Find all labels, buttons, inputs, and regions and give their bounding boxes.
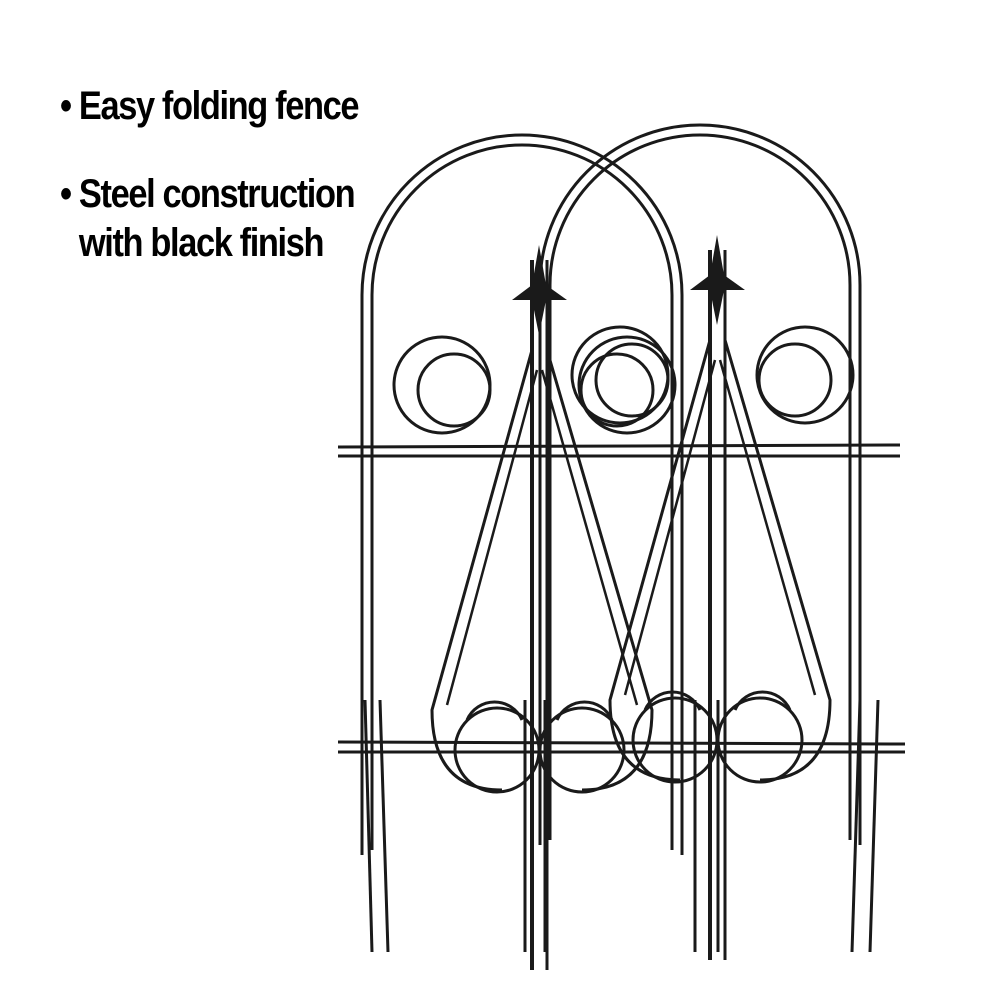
fence-rails [337, 443, 906, 754]
feature-item-easy-folding: • Easy folding fence [60, 82, 370, 131]
bullet-icon: • [60, 172, 72, 216]
feature-text: Easy folding fence [78, 84, 360, 128]
feature-item-steel-construction: • Steel construction with black finish [60, 170, 370, 268]
fence-panel-left [360, 133, 684, 972]
feature-list: • Easy folding fence • Steel constructio… [60, 82, 420, 307]
fence-panel-right [538, 123, 862, 962]
feature-text-line-1: Steel construction [78, 172, 356, 216]
bullet-icon: • [60, 84, 72, 128]
feature-text-line-2: with black finish [78, 221, 325, 265]
fence-stakes [363, 699, 880, 953]
